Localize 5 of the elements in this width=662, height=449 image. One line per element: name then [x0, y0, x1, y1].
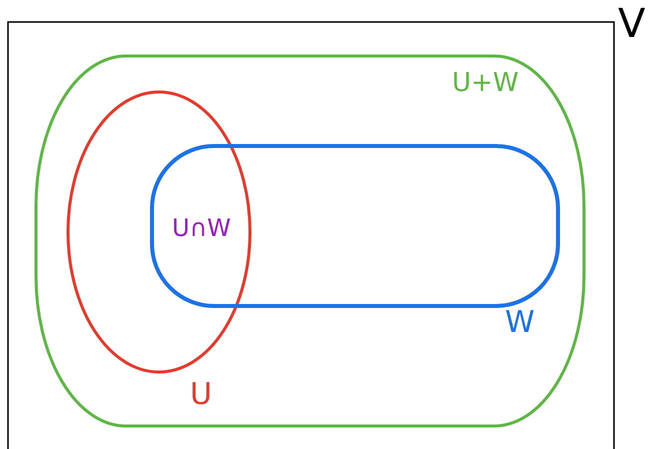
set-label: U: [190, 380, 212, 410]
set-label: U+W: [452, 70, 519, 96]
set-label: W: [505, 308, 535, 338]
intersection-label: U∩W: [172, 216, 231, 240]
set-label: V: [618, 4, 646, 44]
